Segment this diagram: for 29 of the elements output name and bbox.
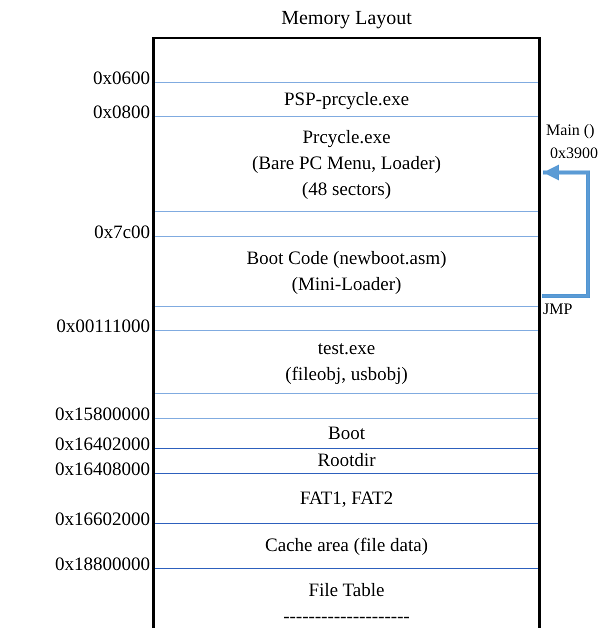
diagram-title: Memory Layout	[280, 6, 413, 30]
region-name: File Table	[308, 579, 384, 603]
region-note: (Mini-Loader)	[292, 272, 402, 296]
address-label: 0x15800000	[55, 403, 150, 427]
jump-arrow	[542, 164, 590, 298]
address-label: 0x0800	[93, 101, 150, 125]
address-label: 0x16602000	[55, 508, 150, 532]
memory-column	[152, 37, 541, 628]
region-name: PSP-prcycle.exe	[284, 88, 410, 112]
edge-label: JMP	[543, 300, 572, 320]
entry-point-label: Main ()	[546, 121, 594, 141]
region-note: (Bare PC Menu, Loader)	[252, 152, 441, 176]
region-name: test.exe	[318, 337, 376, 361]
region-name: Cache area (file data)	[265, 534, 428, 558]
address-label: 0x00111000	[56, 315, 150, 339]
region-name: Prcycle.exe	[302, 126, 391, 150]
address-label: 0x0600	[93, 67, 150, 91]
address-label: 0x18800000	[55, 553, 150, 577]
region-name: Boot	[328, 422, 365, 446]
region-note: --------------------	[283, 605, 410, 628]
region-name: Rootdir	[317, 449, 376, 473]
region-name: Boot Code (newboot.asm)	[246, 246, 446, 270]
address-label: 0x16402000	[55, 433, 150, 457]
region-note: (48 sectors)	[302, 178, 392, 202]
region-name: FAT1, FAT2	[300, 486, 394, 510]
address-label: 0x16408000	[55, 458, 150, 482]
region-note: (fileobj, usbobj)	[285, 363, 408, 387]
entry-point-label: 0x3900	[550, 144, 598, 164]
address-label: 0x7c00	[94, 221, 150, 245]
